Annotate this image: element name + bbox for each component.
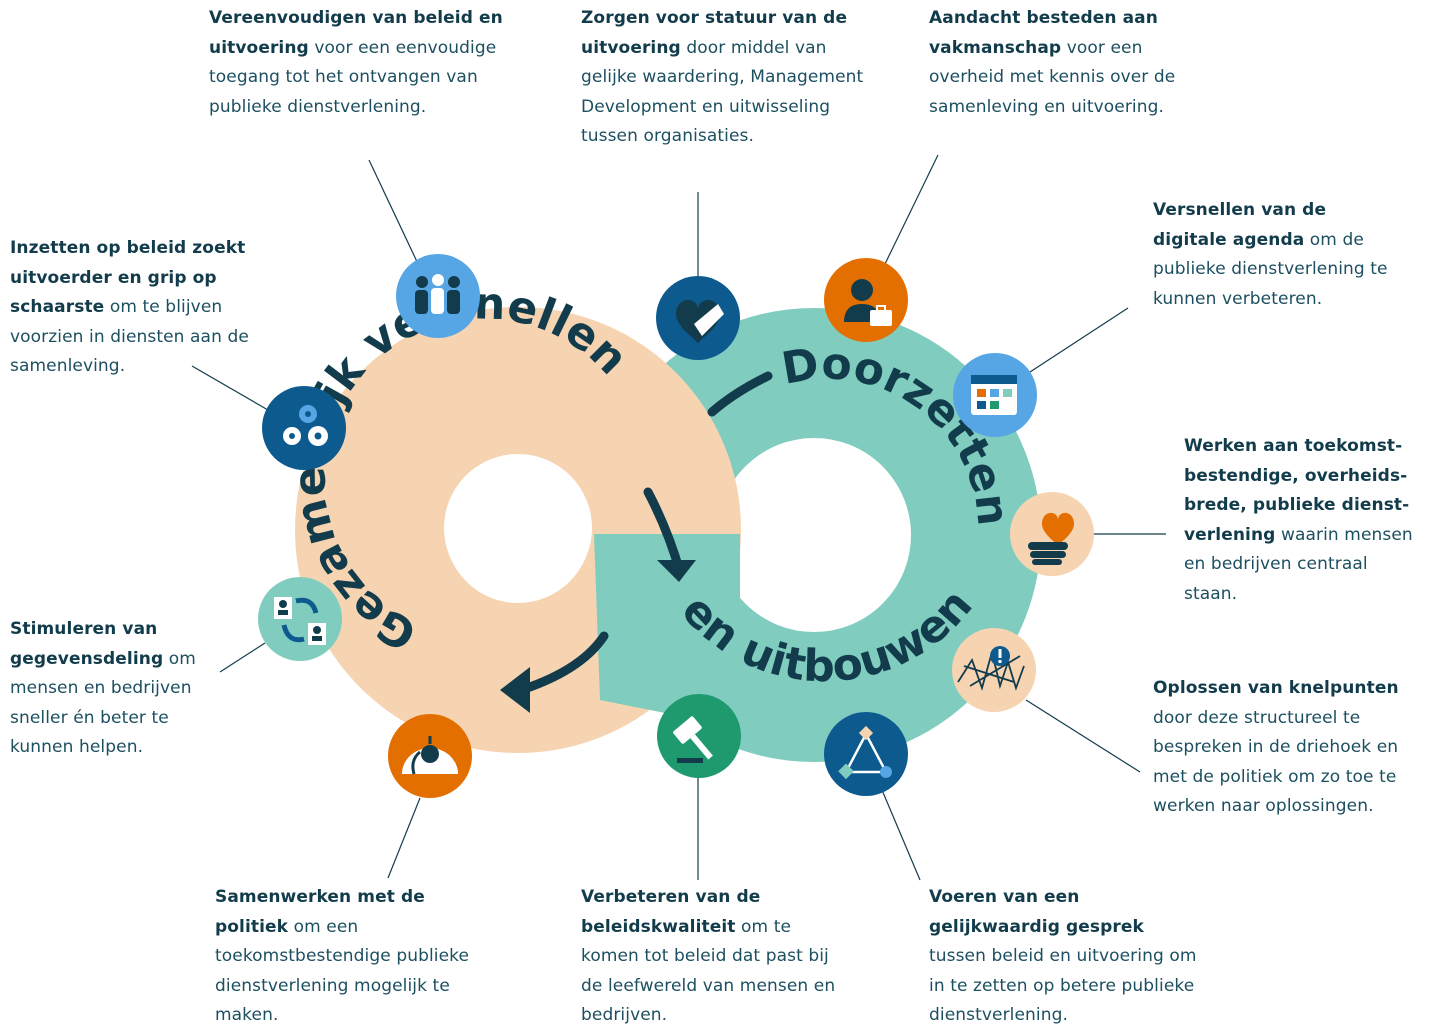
label-vereenvoudigen: Vereenvoudigen van beleid en uitvoering … (209, 8, 503, 117)
label-vakmanschap: Aandacht besteden aan vakmanschap voor e… (929, 8, 1176, 117)
parliament-dome-icon (388, 714, 472, 798)
label-toekomstbestendig: Werken aan toekomst-bestendige, overheid… (1184, 436, 1413, 604)
label-schaarste: Inzetten op beleid zoekt uitvoerder en g… (10, 238, 249, 376)
label-statuur: Zorgen voor statuur van de uitvoering do… (581, 8, 864, 146)
label-gegevensdeling: Stimuleren van gegevensdeling om mensen … (10, 619, 196, 757)
calendar-icon (953, 353, 1037, 437)
label-digitale-agenda: Versnellen van de digitale agenda om de … (1153, 200, 1388, 309)
tangle-alert-icon (952, 628, 1036, 712)
handshake-heart-icon (656, 276, 740, 360)
arrow-head-left (500, 667, 530, 713)
triangle-network-icon (824, 712, 908, 796)
label-beleidskwaliteit: Verbeteren van de beleidskwaliteit om te… (581, 887, 836, 1025)
right-hole (741, 461, 889, 609)
heart-hand-icon (1010, 492, 1094, 576)
left-hole (444, 454, 592, 602)
label-knelpunten: Oplossen van knelpunten door deze struct… (1153, 678, 1399, 816)
people-family-icon (396, 254, 480, 338)
label-gesprek: Voeren van een gelijkwaardig gesprek tus… (929, 887, 1197, 1025)
document-exchange-icon (258, 577, 342, 661)
label-politiek: Samenwerken met de politiek om een toeko… (215, 887, 470, 1025)
arrow-head-down (657, 560, 696, 582)
gavel-icon (657, 694, 741, 778)
worker-toolbox-icon (824, 258, 908, 342)
gears-icon (262, 386, 346, 470)
connector-lines (191, 154, 1166, 881)
